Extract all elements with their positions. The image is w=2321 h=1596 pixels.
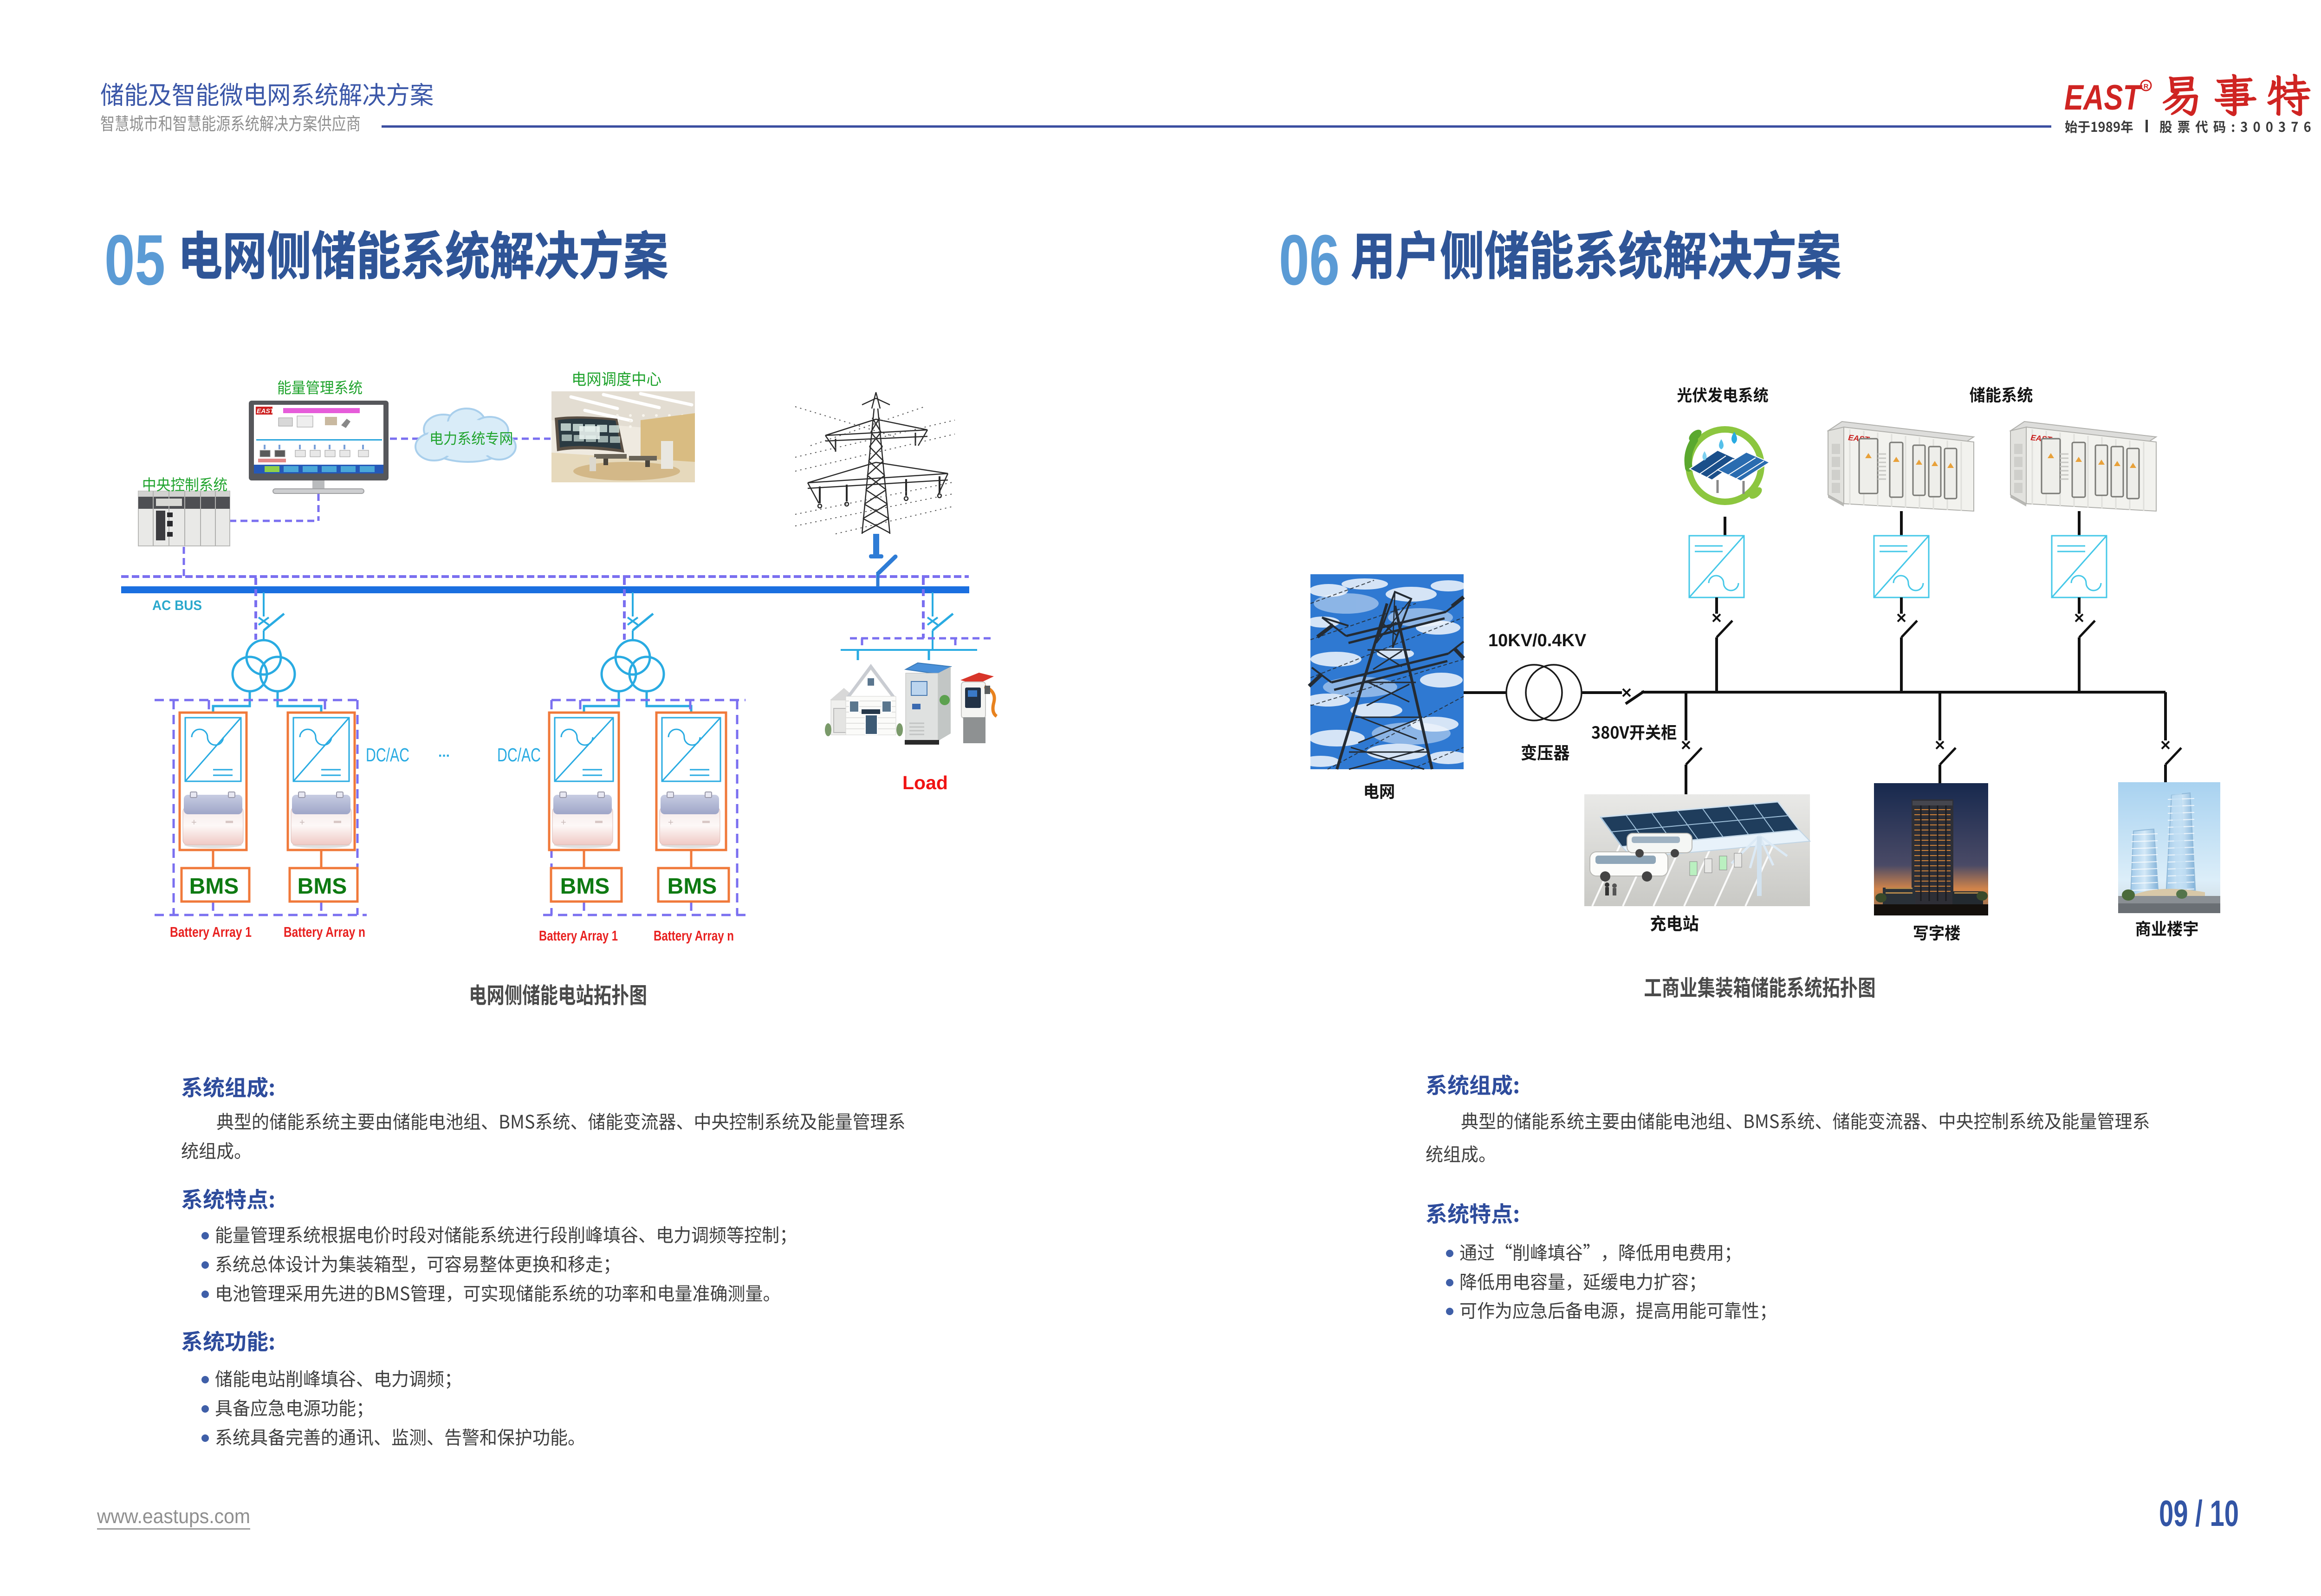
svg-text:DC/AC: DC/AC xyxy=(366,744,409,766)
svg-text:+: + xyxy=(561,817,566,828)
svg-text:Battery Array 1: Battery Array 1 xyxy=(170,924,252,940)
svg-text:BMS: BMS xyxy=(668,874,717,899)
svg-text:+: + xyxy=(299,817,305,828)
svg-text:09 / 10: 09 / 10 xyxy=(2159,1492,2239,1534)
svg-text:BMS: BMS xyxy=(189,874,239,899)
svg-text:...: ... xyxy=(438,745,450,760)
svg-text:BMS: BMS xyxy=(298,874,347,899)
svg-text:06: 06 xyxy=(1279,220,1340,300)
svg-text:EAST: EAST xyxy=(2064,78,2143,117)
svg-text:05: 05 xyxy=(104,220,165,300)
svg-text:EAST: EAST xyxy=(257,407,275,415)
svg-text:Battery Array 1: Battery Array 1 xyxy=(539,928,618,944)
svg-text:Load: Load xyxy=(902,772,948,793)
svg-text:Battery Array n: Battery Array n xyxy=(284,924,365,940)
svg-text:BMS: BMS xyxy=(560,874,610,899)
svg-text:+: + xyxy=(191,817,197,828)
svg-text:Battery Array n: Battery Array n xyxy=(654,928,734,944)
svg-text:R: R xyxy=(2144,83,2149,91)
svg-text:AC BUS: AC BUS xyxy=(152,598,202,613)
svg-text:DC/AC: DC/AC xyxy=(497,744,541,766)
svg-text:www.eastups.com: www.eastups.com xyxy=(97,1505,250,1528)
svg-text:+: + xyxy=(668,817,674,828)
svg-text:10KV/0.4KV: 10KV/0.4KV xyxy=(1488,631,1587,650)
